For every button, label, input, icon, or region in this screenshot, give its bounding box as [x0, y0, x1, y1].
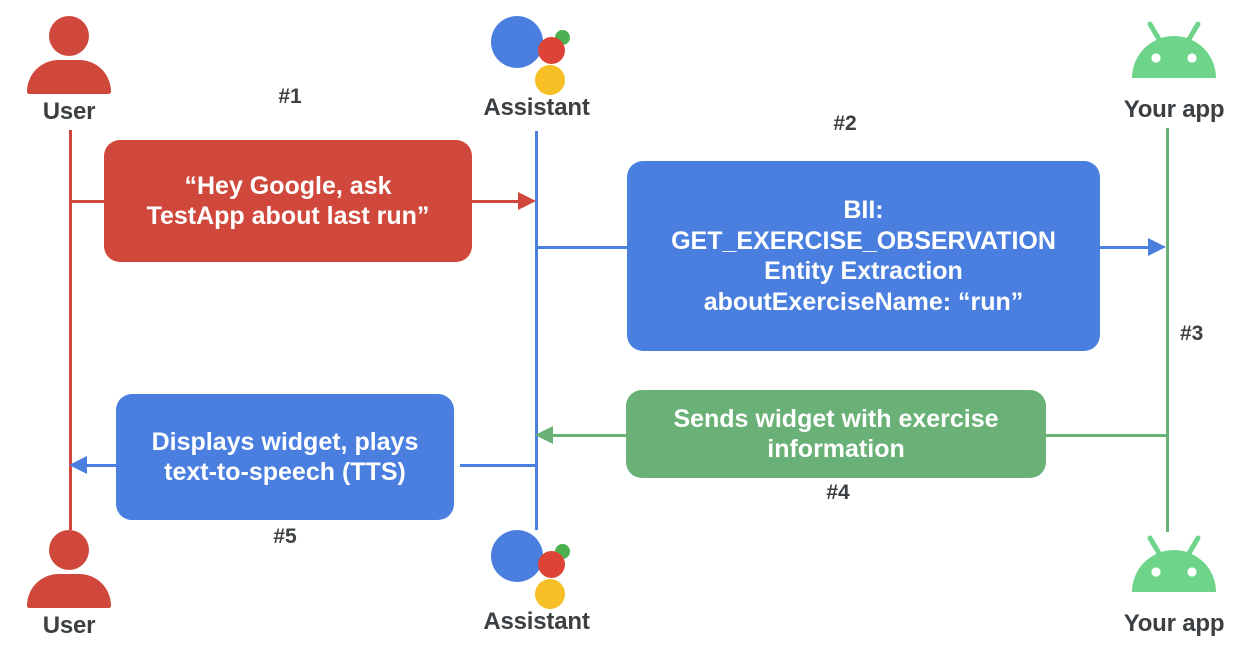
message-4-line-2: information: [767, 435, 905, 463]
step-label-3: #3: [1180, 322, 1204, 345]
user-icon: [26, 14, 112, 94]
arrowhead-bii-box-to-your-app: [1148, 238, 1166, 256]
lifeline-user: [69, 130, 72, 530]
message-5-line-1: Displays widget, plays: [151, 427, 419, 456]
step-label-1: #1: [278, 85, 302, 108]
android-icon: [1124, 14, 1224, 94]
lifeline-your-app: [1166, 128, 1169, 532]
actor-label-user-top: User: [42, 98, 96, 125]
user-icon: [26, 528, 112, 608]
arrowhead-user-to-assistant: [518, 192, 536, 210]
actor-assistant-top: Assistant: [474, 10, 599, 120]
actor-your-app-bottom: Your app: [1110, 528, 1238, 636]
actor-label-assistant-top: Assistant: [483, 94, 590, 121]
connector-bii-box-to-your-app: [1100, 246, 1150, 249]
connector-your-app-to-widget-box: [1046, 434, 1168, 437]
actor-user-bottom: User: [9, 528, 129, 638]
message-box-1: “Hey Google, ask TestApp about last run”: [104, 140, 472, 262]
actor-your-app-top: Your app: [1110, 14, 1238, 122]
connector-tts-box-to-user: [86, 464, 118, 467]
actor-assistant-bottom: Assistant: [474, 524, 599, 634]
lifeline-assistant: [535, 131, 538, 530]
google-assistant-icon: [487, 10, 587, 95]
actor-label-user-bottom: User: [42, 612, 96, 639]
connector-assistant-to-tts-box: [460, 464, 538, 467]
google-assistant-icon: [487, 524, 587, 609]
actor-label-your-app-bottom: Your app: [1123, 610, 1225, 637]
step-label-5: #5: [273, 525, 297, 548]
message-2-line-4: aboutExerciseName: “run”: [703, 287, 1024, 316]
message-2-line-3: Entity Extraction: [764, 257, 963, 285]
message-box-5: Displays widget, plays text-to-speech (T…: [116, 394, 454, 520]
message-2-line-2: GET_EXERCISE_OBSERVATION: [671, 226, 1056, 255]
message-2-line-1: BII:: [843, 196, 884, 224]
message-box-4: Sends widget with exercise information: [626, 390, 1046, 478]
arrowhead-tts-box-to-user: [69, 456, 87, 474]
step-label-4: #4: [826, 481, 850, 504]
actor-label-assistant-bottom: Assistant: [483, 608, 590, 635]
actor-user-top: User: [9, 14, 129, 124]
connector-widget-box-to-assistant: [552, 434, 630, 437]
message-4-line-1: Sends widget with exercise: [673, 404, 999, 433]
message-1-line-2: TestApp about last run”: [146, 202, 430, 230]
connector-assistant-to-bii-box: [535, 246, 630, 249]
step-label-2: #2: [833, 112, 857, 135]
android-icon: [1124, 528, 1224, 608]
message-5-line-2: text-to-speech (TTS): [164, 458, 406, 486]
actor-label-your-app-top: Your app: [1123, 96, 1225, 123]
message-1-line-1: “Hey Google, ask: [184, 171, 392, 200]
arrowhead-widget-box-to-assistant: [535, 426, 553, 444]
message-box-2: BII: GET_EXERCISE_OBSERVATION Entity Ext…: [627, 161, 1100, 351]
